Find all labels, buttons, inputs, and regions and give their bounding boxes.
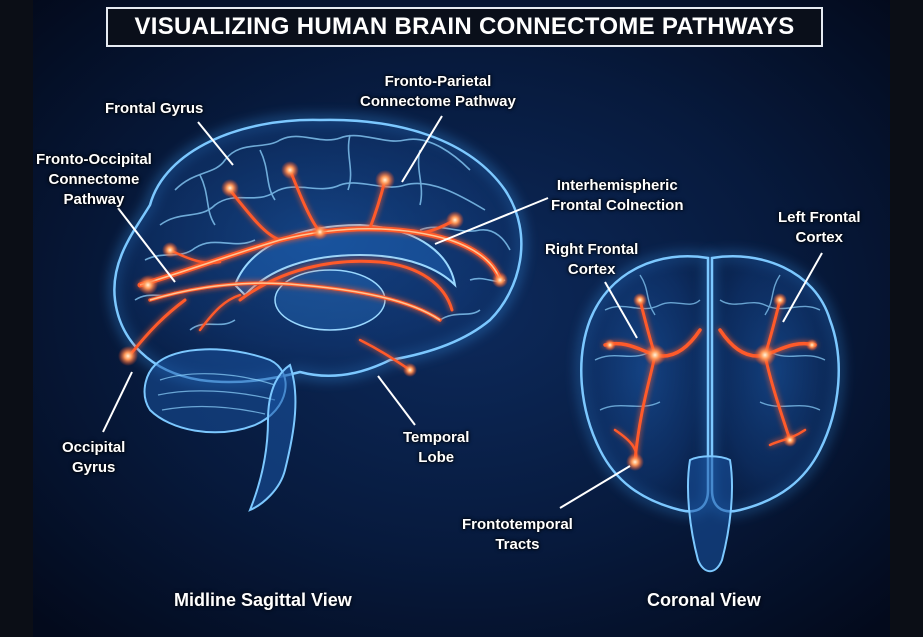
label-line: Pathway [63, 191, 125, 208]
label-line: Occipital [62, 439, 126, 456]
label-line: Cortex [795, 229, 843, 246]
label-line: Temporal [403, 429, 470, 446]
label-line: Left Frontal [778, 209, 861, 226]
label-line: Frontal Gyrus [105, 100, 204, 117]
caption-coronal-view: Coronal View [647, 590, 761, 610]
label-line: Cortex [567, 261, 616, 278]
label-line: Fronto-Parietal [384, 73, 492, 90]
left-hemisphere [710, 255, 840, 513]
label-left-frontal-cortex: Left Frontal Cortex [778, 208, 861, 248]
corpus-callosum [233, 223, 457, 297]
sagittal-nodes [118, 161, 508, 377]
coronal-stem [686, 455, 734, 573]
label-fronto-occipital: Fronto-Occipital Connectome Pathway [36, 150, 152, 210]
page-title: VISUALIZING HUMAN BRAIN CONNECTOME PATHW… [134, 13, 795, 40]
label-line: Right Frontal [545, 241, 639, 258]
right-hemisphere [580, 255, 710, 513]
label-fronto-parietal: Fronto-Parietal Connectome Pathway [360, 72, 516, 112]
label-right-frontal-cortex: Right Frontal Cortex [545, 240, 638, 280]
label-occipital-gyrus: Occipital Gyrus [62, 438, 125, 478]
coronal-nodes [604, 293, 818, 471]
label-line: Frontotemporal [462, 516, 573, 533]
label-line: Frontal Colnection [551, 197, 684, 214]
label-line: Lobe [418, 449, 455, 466]
label-temporal-lobe: Temporal Lobe [403, 428, 469, 468]
sagittal-brain [109, 114, 527, 512]
label-line: Fronto-Occipital [36, 151, 152, 168]
label-interhemispheric: Interhemispheric Frontal Colnection [551, 176, 684, 216]
label-line: Tracts [495, 536, 540, 553]
label-line: Connectome [48, 171, 140, 188]
label-line: Connectome Pathway [360, 93, 516, 110]
title-box: VISUALIZING HUMAN BRAIN CONNECTOME PATHW… [106, 7, 823, 47]
label-frontotemporal-tracts: Frontotemporal Tracts [462, 515, 573, 555]
leader-lines [102, 115, 823, 509]
coronal-brain [576, 251, 844, 573]
thalamus [274, 269, 386, 331]
label-line: Gyrus [72, 459, 116, 476]
label-frontal-gyrus: Frontal Gyrus [105, 99, 203, 119]
brain-stem [248, 363, 297, 512]
label-line: Interhemispheric [556, 177, 678, 194]
caption-sagittal-view: Midline Sagittal View [174, 590, 352, 610]
